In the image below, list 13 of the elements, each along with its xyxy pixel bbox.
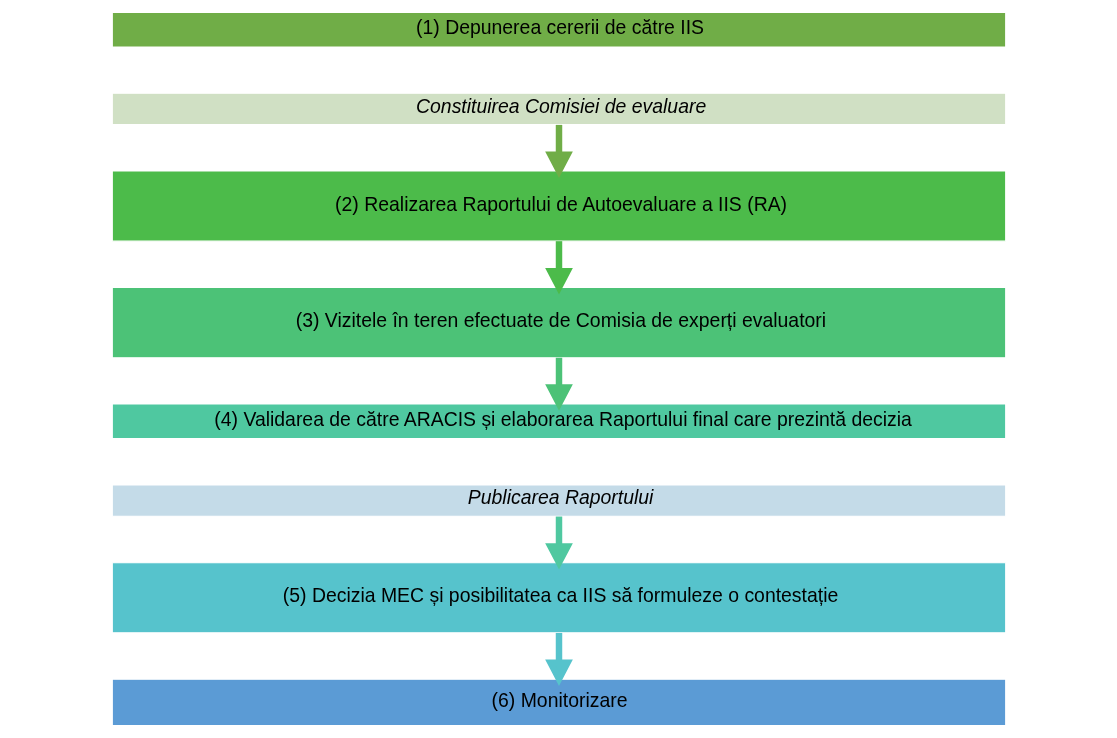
node-box: (3) Vizitele în teren efectuate de Comisia de experți evaluatori (111, 287, 1006, 359)
node-box: Constituirea Comisiei de evaluare (111, 92, 1006, 126)
node-box: (4) Validarea de către ARACIS și elaborarea Raportului final care prezintă decizia (111, 403, 1006, 440)
node-box: (1) Depunerea cererii de către IIS (111, 11, 1006, 48)
node-box: (2) Realizarea Raportului de Autoevaluare a IIS (RA) (111, 170, 1006, 242)
node-box: (5) Decizia MEC și posibilitatea ca IIS să formuleze o contestație (111, 562, 1006, 634)
arrow (544, 632, 573, 686)
node-box: (6) Monitorizare (111, 678, 1006, 727)
arrow (544, 516, 573, 570)
node-box: Publicarea Raportului (111, 484, 1006, 517)
arrow (544, 357, 573, 411)
arrow (544, 124, 573, 178)
arrow (544, 241, 573, 295)
